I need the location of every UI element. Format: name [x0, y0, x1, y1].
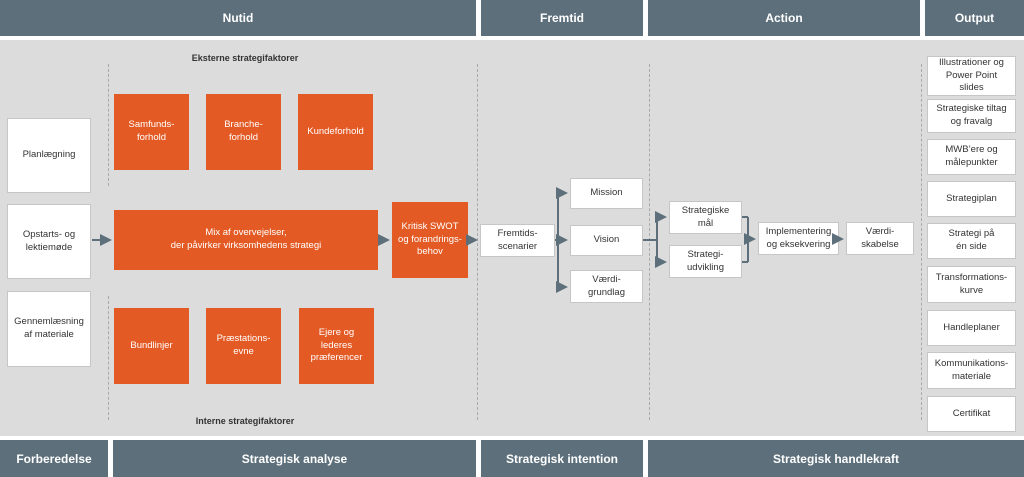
header-nutid: Nutid — [0, 0, 476, 36]
internal-factor-bottom-line: Bundlinjer — [114, 308, 189, 384]
strategic-goals-box: Strategiske mål — [669, 201, 742, 234]
output-item: Strategi på én side — [927, 223, 1016, 259]
prep-kickoff-box: Opstarts- og lektiemøde — [7, 204, 91, 279]
scenarios-box: Fremtids- scenarier — [480, 224, 555, 257]
prep-reading-box: Gennemlæsning af materiale — [7, 291, 91, 367]
separator-line — [108, 296, 109, 420]
swot-box: Kritisk SWOT og forandrings- behov — [392, 202, 468, 278]
mission-box: Mission — [570, 178, 643, 209]
external-factor-industry: Branche- forhold — [206, 94, 281, 170]
output-item: Illustrationer og Power Point slides — [927, 56, 1016, 96]
output-item: Handleplaner — [927, 310, 1016, 346]
footer-analyse: Strategisk analyse — [113, 440, 476, 477]
header-action: Action — [648, 0, 920, 36]
output-item: Transformations- kurve — [927, 266, 1016, 303]
prep-planning-box: Planlægning — [7, 118, 91, 193]
output-item: Strategiske tiltag og fravalg — [927, 99, 1016, 133]
header-fremtid: Fremtid — [481, 0, 643, 36]
separator-line — [108, 64, 109, 186]
values-box: Værdi- grundlag — [570, 270, 643, 303]
internal-factor-preferences: Ejere og lederes præferencer — [299, 308, 374, 384]
external-factor-society: Samfunds- forhold — [114, 94, 189, 170]
header-output: Output — [925, 0, 1024, 36]
internal-factors-label: Interne strategifaktorer — [195, 416, 295, 426]
internal-factor-performance: Præstations- evne — [206, 308, 281, 384]
external-factors-label: Eksterne strategifaktorer — [191, 53, 299, 63]
value-creation-box: Værdi- skabelse — [846, 222, 914, 255]
output-item: MWB’ere og målepunkter — [927, 139, 1016, 175]
mix-box: Mix af overvejelser, der påvirker virkso… — [114, 210, 378, 270]
vision-box: Vision — [570, 225, 643, 256]
strategy-development-box: Strategi- udvikling — [669, 245, 742, 278]
external-factor-customer: Kundeforhold — [298, 94, 373, 170]
implementation-box: Implementering og eksekvering — [758, 222, 839, 255]
footer-intention: Strategisk intention — [481, 440, 643, 477]
footer-handlekraft: Strategisk handlekraft — [648, 440, 1024, 477]
separator-line — [921, 64, 922, 420]
footer-forberedelse: Forberedelse — [0, 440, 108, 477]
output-item: Kommunikations- materiale — [927, 352, 1016, 389]
output-item: Certifikat — [927, 396, 1016, 432]
output-item: Strategiplan — [927, 181, 1016, 217]
separator-line — [649, 64, 650, 420]
